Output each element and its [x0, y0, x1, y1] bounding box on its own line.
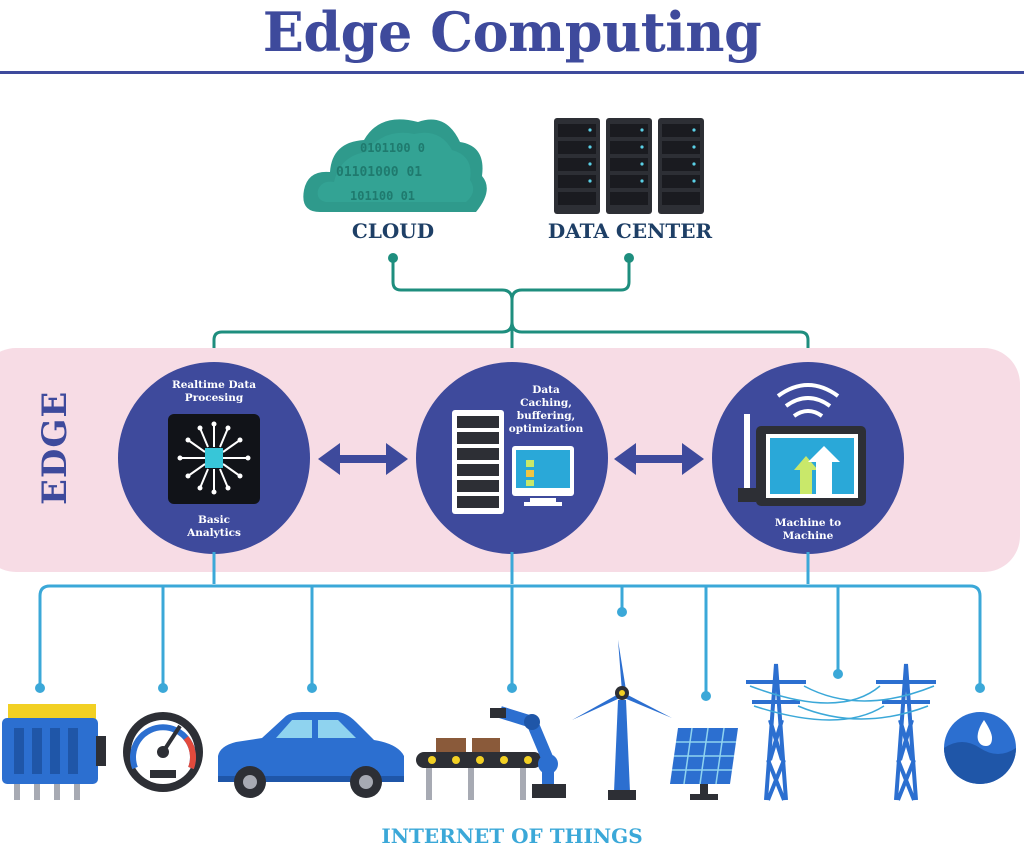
solar-panel-icon: [670, 727, 738, 800]
edge-label: EDGE: [35, 390, 75, 505]
iot-connectors: [38, 552, 982, 694]
car-icon: [218, 712, 404, 798]
double-arrow-left: [318, 443, 408, 475]
node-caching-top-label: Data Caching, buffering, optimization: [508, 384, 584, 435]
title-underline: [0, 71, 1024, 74]
node-processing-top-label: Realtime Data Procesing: [171, 379, 257, 404]
conveyor-robot-icon: [416, 706, 566, 800]
iot-label: INTERNET OF THINGS: [381, 824, 643, 848]
node-processing-bottom-label: Basic Analytics: [187, 514, 241, 539]
node-m2m-bottom-label: Machine to Machine: [774, 517, 842, 542]
data-center-label: DATA CENTER: [547, 219, 713, 243]
cloud-icon: 0101100 0 01101000 01 101100 01: [303, 119, 487, 212]
cloud-binary-1: 0101100 0: [360, 141, 425, 155]
data-center-icon: [554, 118, 704, 214]
cloud-connectors: [212, 258, 810, 362]
server-monitor-icon: [452, 410, 574, 514]
cloud-binary-2: 01101000 01: [336, 165, 422, 180]
cloud-label: CLOUD: [351, 219, 435, 243]
cloud-binary-3: 101100 01: [350, 189, 415, 203]
water-drop-icon: [944, 712, 1016, 784]
engine-icon: [2, 704, 106, 800]
power-towers-icon: [746, 663, 936, 801]
processor-chip-icon: [168, 414, 260, 504]
wind-turbine-icon: [572, 640, 672, 800]
machine-to-machine-icon: [738, 383, 866, 506]
double-arrow-right: [614, 443, 704, 475]
page-title: Edge Computing: [262, 0, 762, 64]
speedometer-icon: [123, 712, 203, 792]
